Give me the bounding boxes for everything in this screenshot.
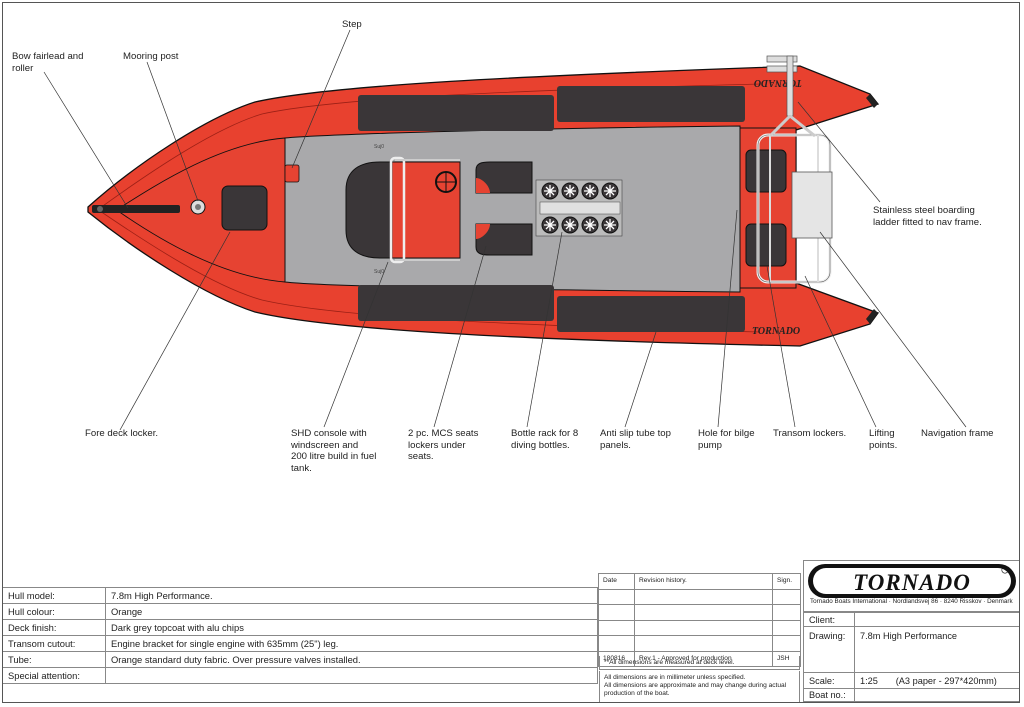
label-ladder: Stainless steel boarding ladder fitted t… <box>873 205 982 228</box>
label-fore-deck-locker: Fore deck locker. <box>85 428 159 439</box>
table-header: Date Revision history. Sign. <box>598 573 801 590</box>
transom-ladder <box>766 55 816 138</box>
transom-locker <box>745 223 787 267</box>
leader-lines <box>43 29 967 431</box>
table-row: Special attention: <box>2 667 598 684</box>
bottle-valve <box>564 185 576 197</box>
bottle-valve <box>544 185 556 197</box>
table-row: Scale:1:25 (A3 paper - 297*420mm) <box>803 672 1020 689</box>
fore-deck-locker <box>221 185 268 231</box>
anti-slip-panel <box>358 95 554 131</box>
label-lifting-points: Lifting points. <box>869 428 898 451</box>
bottle-valve <box>584 185 596 197</box>
tornado-logo: TORNADO <box>808 564 1016 598</box>
bottle-rack <box>535 179 623 237</box>
mcs-seat <box>475 223 533 256</box>
bottle-valve <box>604 185 616 197</box>
spec-table: Hull model:7.8m High Performance. Hull c… <box>2 587 598 684</box>
table-row <box>598 635 801 652</box>
anti-slip-panel <box>557 86 745 122</box>
label-console: SHD console with windscreen and 200 litr… <box>291 428 377 474</box>
step <box>284 164 300 183</box>
console-top <box>391 161 461 259</box>
table-row: Tube:Orange standard duty fabric. Over p… <box>2 651 598 668</box>
mcs-seat <box>475 161 533 194</box>
company-logo-box: TORNADO Tornado Boats International · No… <box>803 560 1020 612</box>
transom-locker <box>745 149 787 193</box>
logo-text: TORNADO <box>853 570 971 595</box>
table-row <box>598 619 801 636</box>
table-row <box>598 588 801 605</box>
svg-text:Suj0: Suj0 <box>374 269 384 275</box>
label-bottle-rack: Bottle rack for 8 diving bottles. <box>511 428 579 451</box>
label-step: Step <box>342 19 362 30</box>
dimension-disclaimer: All dimensions are in millimeter unless … <box>599 671 800 703</box>
bottle-valve <box>544 219 556 231</box>
title-block: Client: Drawing:7.8m High Performance Sc… <box>803 612 1020 702</box>
table-row: Deck finish:Dark grey topcoat with alu c… <box>2 619 598 636</box>
table-row: Hull model:7.8m High Performance. <box>2 587 598 604</box>
label-seats: 2 pc. MCS seats lockers under seats. <box>408 428 479 462</box>
table-row: Transom cutout:Engine bracket for single… <box>2 635 598 652</box>
label-transom-lockers: Transom lockers. <box>773 428 847 439</box>
table-row: Drawing:7.8m High Performance <box>803 626 1020 673</box>
label-nav-frame: Navigation frame <box>921 428 994 439</box>
bottle-valve <box>564 219 576 231</box>
windscreen-frame <box>389 156 406 264</box>
table-row: Hull colour:Orange <box>2 603 598 620</box>
table-row: Boat no.: <box>803 688 1020 702</box>
boarding-ladder <box>791 171 833 239</box>
anti-slip-panel <box>557 296 745 332</box>
label-bilge-hole: Hole for bilge pump <box>698 428 755 451</box>
hull-marking: TORNADO <box>754 77 802 88</box>
label-bow-fairlead: Bow fairlead and roller <box>12 51 84 74</box>
hull-marking: TORNADO <box>752 326 800 337</box>
anti-slip-panel <box>358 285 554 321</box>
label-mooring-post: Mooring post <box>123 51 179 62</box>
table-row: Client: <box>803 612 1020 627</box>
svg-text:Suj0: Suj0 <box>374 144 384 150</box>
bottle-valve <box>604 219 616 231</box>
table-row <box>598 604 801 621</box>
bottle-valve <box>584 219 596 231</box>
label-anti-slip: Anti slip tube top panels. <box>600 428 671 451</box>
company-address: Tornado Boats International · Nordlandsv… <box>810 598 1013 605</box>
dimension-note: **All dimensions are measured at deck le… <box>599 656 800 670</box>
bow-fairlead <box>92 205 180 213</box>
